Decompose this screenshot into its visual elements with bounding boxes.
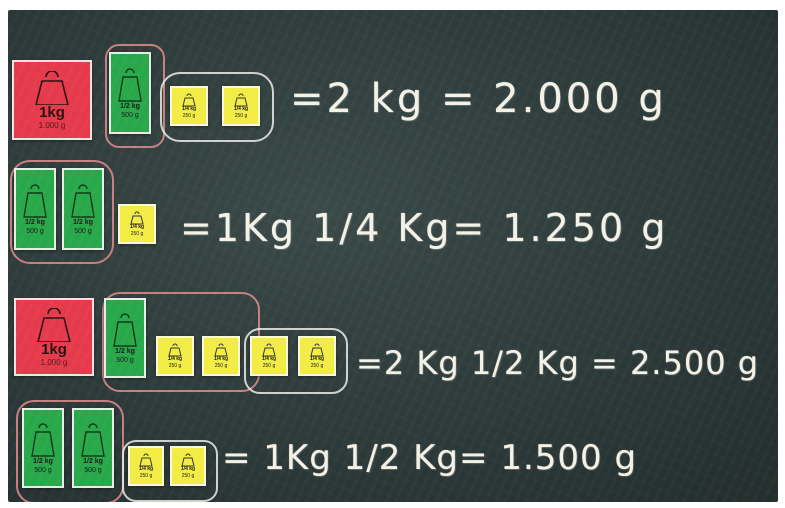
weight-icon [118, 68, 142, 102]
weight-icon [214, 343, 228, 357]
weight-card-label: 1/2 kg [115, 348, 135, 355]
weight-card-label: 1/4 kg [167, 356, 183, 362]
weight-card-quarter-kg: 1/4 kg 250 g [118, 204, 156, 244]
weight-card-label: 1/4 kg [129, 224, 145, 230]
weight-card-label: 1/4 kg [138, 466, 154, 472]
weight-card-grams: 500 g [34, 467, 52, 474]
weight-card-quarter-kg: 1/4 kg 250 g [298, 336, 336, 376]
weight-card-label: 1/4 kg [233, 106, 249, 112]
weight-icon [23, 184, 47, 218]
weight-card-grams: 1.000 g [38, 120, 66, 130]
weight-card-grams: 250 g [139, 473, 153, 479]
weight-card-grams: 250 g [262, 363, 276, 369]
weight-card-quarter-kg: 1/4 kg 250 g [170, 86, 208, 126]
weight-card-label: 1/2 kg [73, 219, 93, 226]
weight-card-grams: 500 g [26, 228, 44, 235]
weight-card-grams: 500 g [121, 112, 139, 119]
weight-card-1kg: 1kg 1.000 g [12, 60, 92, 140]
weight-icon [181, 453, 195, 467]
weight-card-label: 1/2 kg [83, 458, 103, 465]
weight-card-quarter-kg: 1/4 kg 250 g [202, 336, 240, 376]
weight-card-half-kg: 1/2 kg 500 g [14, 168, 56, 250]
weight-card-half-kg: 1/2 kg 500 g [109, 52, 151, 134]
weight-card-label: 1/4 kg [213, 356, 229, 362]
weight-card-label: 1/4 kg [181, 106, 197, 112]
weight-card-half-kg: 1/2 kg 500 g [104, 298, 146, 378]
weight-card-half-kg: 1/2 kg 500 g [72, 408, 114, 488]
weight-card-quarter-kg: 1/4 kg 250 g [170, 446, 206, 486]
weight-icon [130, 211, 144, 225]
weight-icon [37, 307, 71, 342]
weight-card-quarter-kg: 1/4 kg 250 g [156, 336, 194, 376]
weight-icon [310, 343, 324, 357]
weight-card-grams: 500 g [74, 228, 92, 235]
equation-row-2: =1Kg 1/4 Kg= 1.250 g [180, 206, 669, 250]
weight-card-grams: 500 g [84, 467, 102, 474]
weight-card-label: 1kg [39, 103, 65, 121]
weight-card-1kg: 1kg 1.000 g [14, 298, 94, 376]
weight-card-label: 1/2 kg [33, 458, 53, 465]
chalkboard: 1kg 1.000 g 1/2 kg 500 g 1/4 kg 250 g 1/… [8, 10, 778, 502]
weight-card-label: 1/4 kg [261, 356, 277, 362]
weight-icon [139, 453, 153, 467]
weight-card-grams: 250 g [214, 363, 228, 369]
weight-icon [113, 313, 137, 347]
weight-card-grams: 250 g [130, 231, 144, 237]
weight-card-label: 1/2 kg [25, 219, 45, 226]
chalk-circle-row3-yellow [244, 328, 348, 394]
weight-card-half-kg: 1/2 kg 500 g [22, 408, 64, 488]
weight-icon [182, 93, 196, 107]
weight-icon [168, 343, 182, 357]
chalk-circle-yellow-group [160, 72, 274, 142]
weight-card-grams: 250 g [168, 363, 182, 369]
weight-card-grams: 250 g [182, 113, 196, 119]
weight-card-label: 1/2 kg [120, 103, 140, 110]
chalk-circle-green-pair [10, 160, 114, 264]
chalk-circle-green-group [105, 44, 165, 148]
weight-icon [35, 70, 69, 105]
weight-card-quarter-kg: 1/4 kg 250 g [128, 446, 164, 486]
equation-row-3: =2 Kg 1/2 Kg = 2.500 g [356, 344, 760, 382]
weight-icon [71, 184, 95, 218]
weight-card-grams: 250 g [310, 363, 324, 369]
weight-card-grams: 1.000 g [40, 357, 68, 367]
equation-row-4: = 1Kg 1/2 Kg= 1.500 g [222, 438, 638, 478]
weight-icon [81, 423, 105, 457]
weight-icon [234, 93, 248, 107]
weight-icon [262, 343, 276, 357]
weight-card-grams: 250 g [234, 113, 248, 119]
weight-card-quarter-kg: 1/4 kg 250 g [222, 86, 260, 126]
weight-card-half-kg: 1/2 kg 500 g [62, 168, 104, 250]
weight-card-grams: 500 g [116, 357, 134, 364]
weight-card-grams: 250 g [181, 473, 195, 479]
weight-card-label: 1kg [41, 340, 67, 358]
weight-card-label: 1/4 kg [309, 356, 325, 362]
weight-icon [31, 423, 55, 457]
equation-row-1: =2 kg = 2.000 g [290, 76, 667, 122]
weight-card-label: 1/4 kg [180, 466, 196, 472]
chalk-circle-row4-yellow [122, 440, 218, 502]
weight-card-quarter-kg: 1/4 kg 250 g [250, 336, 288, 376]
